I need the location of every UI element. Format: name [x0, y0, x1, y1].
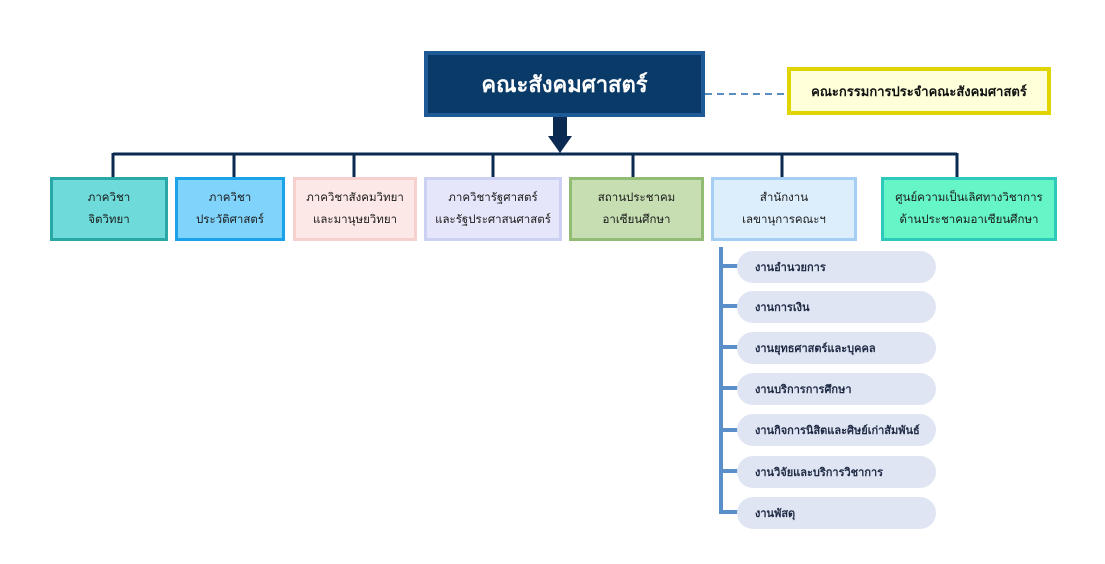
unit-political-science: ภาควิชารัฐศาสตร์ และรัฐประศาสนศาสตร์ [424, 177, 562, 241]
section-student-alumni: งานกิจการนิสิตและศิษย์เก่าสัมพันธ์ [737, 414, 936, 446]
section-label: งานการเงิน [755, 301, 810, 314]
section-supplies: งานพัสดุ [737, 497, 936, 529]
section-label: งานกิจการนิสิตและศิษย์เก่าสัมพันธ์ [755, 424, 920, 437]
unit-label: สำนักงาน เลขานุการคณะฯ [742, 190, 826, 226]
unit-label: ภาควิชา จิตวิทยา [87, 190, 131, 226]
unit-label: ศูนย์ความเป็นเลิศทางวิชาการ ด้านประชาคมอ… [895, 190, 1043, 226]
unit-asean-studies: สถานประชาคม อาเซียนศึกษา [569, 177, 704, 241]
section-research-services: งานวิจัยและบริการวิชาการ [737, 456, 936, 488]
unit-secretary-office: สำนักงาน เลขานุการคณะฯ [711, 177, 857, 241]
faculty-title: คณะสังคมศาสตร์ [481, 72, 648, 98]
section-strategy-personnel: งานยุทธศาสตร์และบุคคล [737, 332, 936, 364]
down-arrow-icon [548, 136, 572, 153]
unit-label: ภาควิชาสังคมวิทยา และมานุษยวิทยา [306, 190, 404, 226]
section-label: งานพัสดุ [755, 507, 796, 520]
committee-box: คณะกรรมการประจำคณะสังคมศาสตร์ [787, 67, 1051, 115]
office-tree-lines [719, 247, 740, 514]
vertical-connectors [111, 153, 959, 178]
unit-label: ภาควิชา ประวัติศาสตร์ [195, 190, 264, 226]
unit-asean-excellence-center: ศูนย์ความเป็นเลิศทางวิชาการ ด้านประชาคมอ… [881, 177, 1057, 241]
section-label: งานยุทธศาสตร์และบุคคล [755, 342, 876, 355]
unit-label: ภาควิชารัฐศาสตร์ และรัฐประศาสนศาสตร์ [435, 190, 551, 226]
section-finance: งานการเงิน [737, 291, 936, 323]
unit-label: สถานประชาคม อาเซียนศึกษา [597, 190, 676, 226]
section-education-services: งานบริการการศึกษา [737, 373, 936, 405]
section-administration: งานอำนวยการ [737, 251, 936, 283]
unit-psychology: ภาควิชา จิตวิทยา [50, 177, 168, 241]
section-label: งานวิจัยและบริการวิชาการ [755, 466, 884, 479]
section-label: งานอำนวยการ [755, 261, 826, 274]
unit-history: ภาควิชา ประวัติศาสตร์ [175, 177, 285, 241]
unit-sociology-anthropology: ภาควิชาสังคมวิทยา และมานุษยวิทยา [293, 177, 417, 241]
faculty-box: คณะสังคมศาสตร์ [424, 51, 705, 117]
arrow-shaft [553, 117, 567, 137]
committee-label: คณะกรรมการประจำคณะสังคมศาสตร์ [811, 84, 1027, 100]
section-label: งานบริการการศึกษา [755, 383, 852, 396]
